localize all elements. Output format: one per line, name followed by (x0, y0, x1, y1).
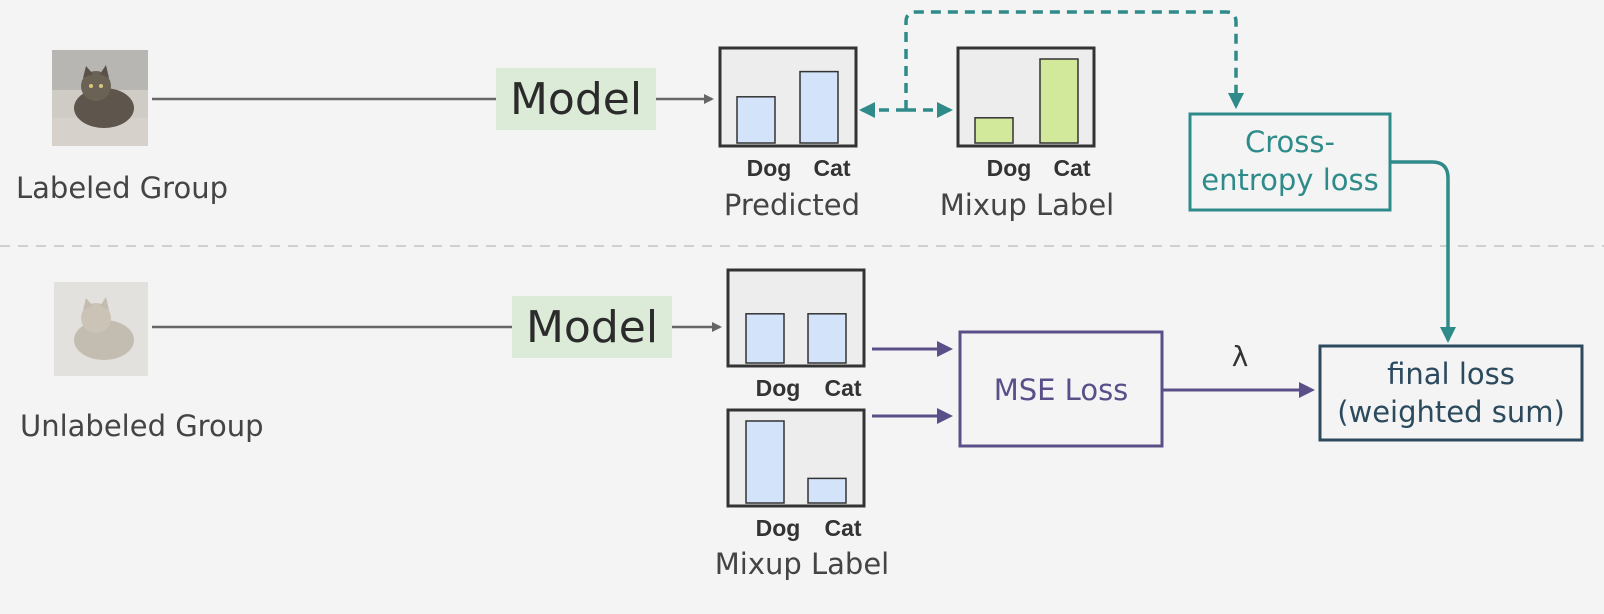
unlabeled-predicted-bar-dog (745, 313, 785, 364)
unlabeled-mixup-bar-dog (745, 420, 785, 504)
to-loss-dashed-arrow (904, 10, 1244, 110)
labeled-model-label: Model (510, 74, 642, 125)
final-loss-line2: (weighted sum) (1337, 395, 1565, 429)
labeled-predicted-bar-cat (799, 70, 839, 144)
unlabeled-predicted-dog-label: Dog (756, 375, 801, 401)
labeled-group-label: Labeled Group (16, 171, 228, 205)
final-loss-box (1318, 344, 1584, 442)
labeled-predicted-dog-label: Dog (747, 155, 792, 181)
labeled-model-box (496, 68, 656, 130)
labeled-mixup-dog-label: Dog (987, 155, 1032, 181)
labeled-mixup-chart (956, 46, 1096, 148)
unlabeled-mixup-chart (726, 408, 866, 508)
labeled-mixup-cat-label: Cat (1053, 155, 1090, 181)
unlabeled-cat-image (54, 282, 148, 376)
labeled-mixup-bar-dog (974, 117, 1014, 144)
unlabeled-predicted-cat-label: Cat (824, 375, 861, 401)
labeled-predicted-bar-dog (736, 96, 776, 144)
mse-loss-label: MSE Loss (994, 373, 1129, 407)
labeled-predicted-cat-label: Cat (813, 155, 850, 181)
unlabeled-mixup-cat-label: Cat (824, 515, 861, 541)
labeled-predicted-caption: Predicted (724, 188, 860, 222)
unlabeled-model-box (512, 296, 672, 358)
cross-entropy-line2: entropy loss (1201, 163, 1378, 197)
labeled-cat-image (52, 50, 148, 146)
labeled-mixup-bar-cat (1039, 58, 1079, 144)
final-loss-line1: final loss (1387, 357, 1515, 391)
unlabeled-mixup-dog-label: Dog (756, 515, 801, 541)
unlabeled-predicted-chart (726, 268, 866, 368)
labeled-predicted-chart (718, 46, 858, 148)
lambda-label: λ (1232, 340, 1249, 373)
unlabeled-predicted-bar-cat (807, 313, 847, 364)
unlabeled-mixup-caption: Mixup Label (715, 547, 889, 581)
unlabeled-mixup-bar-cat (807, 477, 847, 504)
unlabeled-group-label: Unlabeled Group (20, 409, 264, 443)
cross-entropy-line1: Cross- (1245, 125, 1335, 159)
unlabeled-model-label: Model (526, 302, 658, 353)
labeled-mixup-caption: Mixup Label (940, 188, 1114, 222)
cross-entropy-to-final-arrow (1390, 160, 1456, 343)
